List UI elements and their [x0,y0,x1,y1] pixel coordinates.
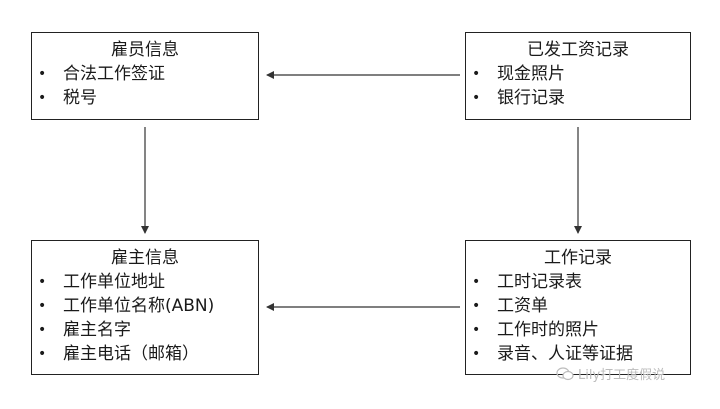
list-item: • 雇主名字 [32,318,258,342]
list-item: • 工作单位名称(ABN) [32,294,258,318]
payment-records-list: • 现金照片 • 银行记录 [466,62,690,110]
bullet-icon: • [472,90,481,106]
bullet-icon: • [472,346,481,362]
list-item-text: 银行记录 [497,88,565,108]
bullet-icon: • [472,274,481,290]
work-records-list: • 工时记录表 • 工资单 • 工作时的照片 • 录音、人证等证据 [466,270,690,366]
employee-info-list: • 合法工作签证 • 税号 [32,62,258,110]
employer-info-title: 雇主信息 [111,248,179,268]
bullet-icon: • [472,322,481,338]
list-item: • 税号 [32,86,258,110]
watermark: Lily打工度假说 [556,364,665,383]
employer-info-box: 雇主信息 • 工作单位地址 • 工作单位名称(ABN) • 雇主名字 • 雇主电话（邮箱… [31,240,259,375]
bullet-icon: • [38,66,47,82]
list-item-text: 工作单位地址 [63,272,165,292]
payment-records-box: 已发工资记录 • 现金照片 • 银行记录 [465,32,691,120]
list-item: • 雇主电话（邮箱） [32,342,258,366]
list-item: • 工作单位地址 [32,270,258,294]
list-item: • 银行记录 [466,86,690,110]
work-records-box: 工作记录 • 工时记录表 • 工资单 • 工作时的照片 • 录音、人证等证据 [465,240,691,375]
watermark-text: Lily打工度假说 [578,368,666,383]
bullet-icon: • [472,298,481,314]
bullet-icon: • [38,90,47,106]
wechat-icon [556,366,574,380]
list-item: • 合法工作签证 [32,62,258,86]
bullet-icon: • [472,66,481,82]
list-item-text: 工作时的照片 [497,320,599,340]
bullet-icon: • [38,322,47,338]
list-item-text: 工作单位名称(ABN) [63,296,215,316]
list-item: • 工作时的照片 [466,318,690,342]
list-item: • 录音、人证等证据 [466,342,690,366]
list-item-text: 现金照片 [497,64,565,84]
bullet-icon: • [38,274,47,290]
bullet-icon: • [38,298,47,314]
employee-info-title: 雇员信息 [111,40,179,60]
list-item-text: 雇主电话（邮箱） [63,344,199,364]
list-item-text: 合法工作签证 [63,64,165,84]
list-item: • 工时记录表 [466,270,690,294]
bullet-icon: • [38,346,47,362]
list-item-text: 录音、人证等证据 [497,344,633,364]
payment-records-title: 已发工资记录 [527,40,629,60]
list-item-text: 雇主名字 [63,320,131,340]
list-item: • 工资单 [466,294,690,318]
employee-info-box: 雇员信息 • 合法工作签证 • 税号 [31,32,259,120]
work-records-title: 工作记录 [544,248,612,268]
list-item-text: 税号 [63,88,97,108]
list-item-text: 工时记录表 [497,272,582,292]
list-item: • 现金照片 [466,62,690,86]
employer-info-list: • 工作单位地址 • 工作单位名称(ABN) • 雇主名字 • 雇主电话（邮箱） [32,270,258,366]
list-item-text: 工资单 [497,296,548,316]
